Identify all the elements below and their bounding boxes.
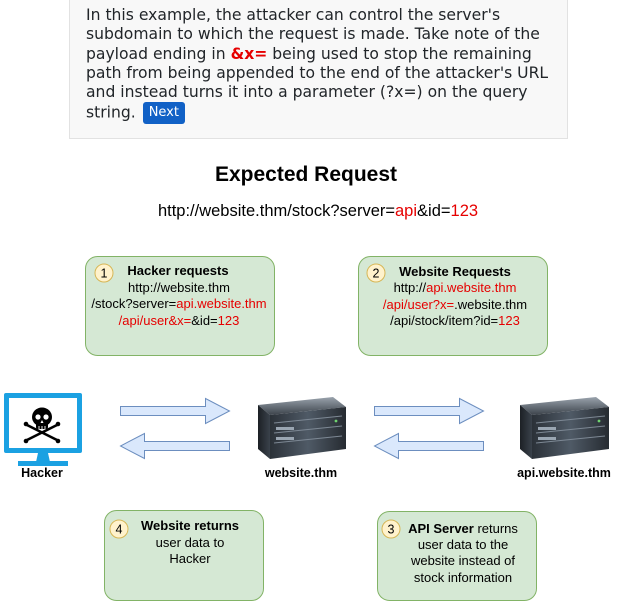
step-2-number: 2 [373, 267, 380, 281]
expected-url: http://website.thm/stock?server=api&id=1… [158, 202, 478, 220]
step-2-text: /api/user?x= [383, 297, 454, 312]
step-1-title: Hacker requests [127, 263, 228, 278]
step-2-line: http://api.website.thm [394, 280, 517, 295]
expected-url-part: api [395, 202, 417, 220]
step-3-badge [381, 519, 401, 539]
step-2-line: /api/stock/item?id=123 [390, 313, 520, 328]
step-2-text: /api/stock/item?id= [390, 313, 498, 328]
intro-text-before: In this example, the attacker can contro… [86, 6, 540, 63]
step-2-text: http:// [394, 280, 427, 295]
step-1-badge [94, 263, 114, 283]
step-1-text: api.website.thm [176, 296, 266, 311]
step-1-number: 1 [101, 267, 108, 281]
arrow-left-icon [119, 432, 230, 460]
arrow-right-icon [120, 397, 231, 425]
step-4-title: Website returns [141, 518, 239, 533]
payload-highlight: &x= [230, 44, 268, 63]
expected-url-part: 123 [451, 202, 479, 220]
step-4-box: 4 Website returns user data to Hacker [104, 510, 264, 601]
step-2-line: /api/user?x=.website.thm [383, 297, 527, 312]
step-4-badge [109, 519, 129, 539]
step-1-line: http://website.thm [128, 280, 230, 295]
expected-url-part: &id= [417, 202, 450, 220]
step-2-title: Website Requests [399, 264, 511, 279]
intro-text: In this example, the attacker can contro… [69, 0, 568, 139]
step-1-text: /api/user&x= [119, 313, 192, 328]
intro-text-after: being used to stop the remaining path fr… [86, 44, 549, 122]
server-icon [258, 397, 346, 459]
step-2-badge [366, 263, 386, 283]
next-button[interactable]: Next [142, 102, 185, 125]
step-3-line: website instead of [410, 553, 515, 568]
step-1-box: 1 Hacker requests http://website.thm /st… [85, 256, 275, 356]
expected-url-part: http://website.thm/stock?server= [158, 202, 395, 220]
step-3-line: user data to the [418, 537, 508, 552]
step-3-box: 3 API Server returns user data to the we… [377, 511, 537, 601]
step-3-line: stock information [414, 570, 512, 585]
step-3-text: API Server [408, 521, 474, 536]
arrow-left-icon [373, 432, 484, 460]
api-label: api.website.thm [517, 466, 611, 480]
server-icon [520, 397, 609, 459]
hacker-label: Hacker [21, 466, 63, 480]
step-4-line: Hacker [169, 551, 211, 566]
arrow-right-icon [374, 397, 485, 425]
step-3-title: API Server returns [408, 521, 518, 536]
step-4-number: 4 [116, 523, 123, 537]
skull-monitor-icon [4, 393, 82, 466]
step-2-text: .website.thm [454, 297, 527, 312]
step-2-box: 2 Website Requests http://api.website.th… [358, 256, 548, 356]
step-3-number: 3 [388, 523, 395, 537]
step-2-text: api.website.thm [426, 280, 516, 295]
step-1-text: 123 [218, 313, 240, 328]
diagram-title: Expected Request [215, 163, 397, 186]
step-1-text: /stock?server= [91, 296, 176, 311]
step-1-line: /api/user&x=&id=123 [119, 313, 240, 328]
step-1-line: /stock?server=api.website.thm [91, 296, 266, 311]
step-4-line: user data to [156, 535, 225, 550]
step-2-text: 123 [498, 313, 520, 328]
website-label: website.thm [264, 466, 337, 480]
step-1-text: &id= [191, 313, 217, 328]
step-3-text: returns [474, 521, 519, 536]
